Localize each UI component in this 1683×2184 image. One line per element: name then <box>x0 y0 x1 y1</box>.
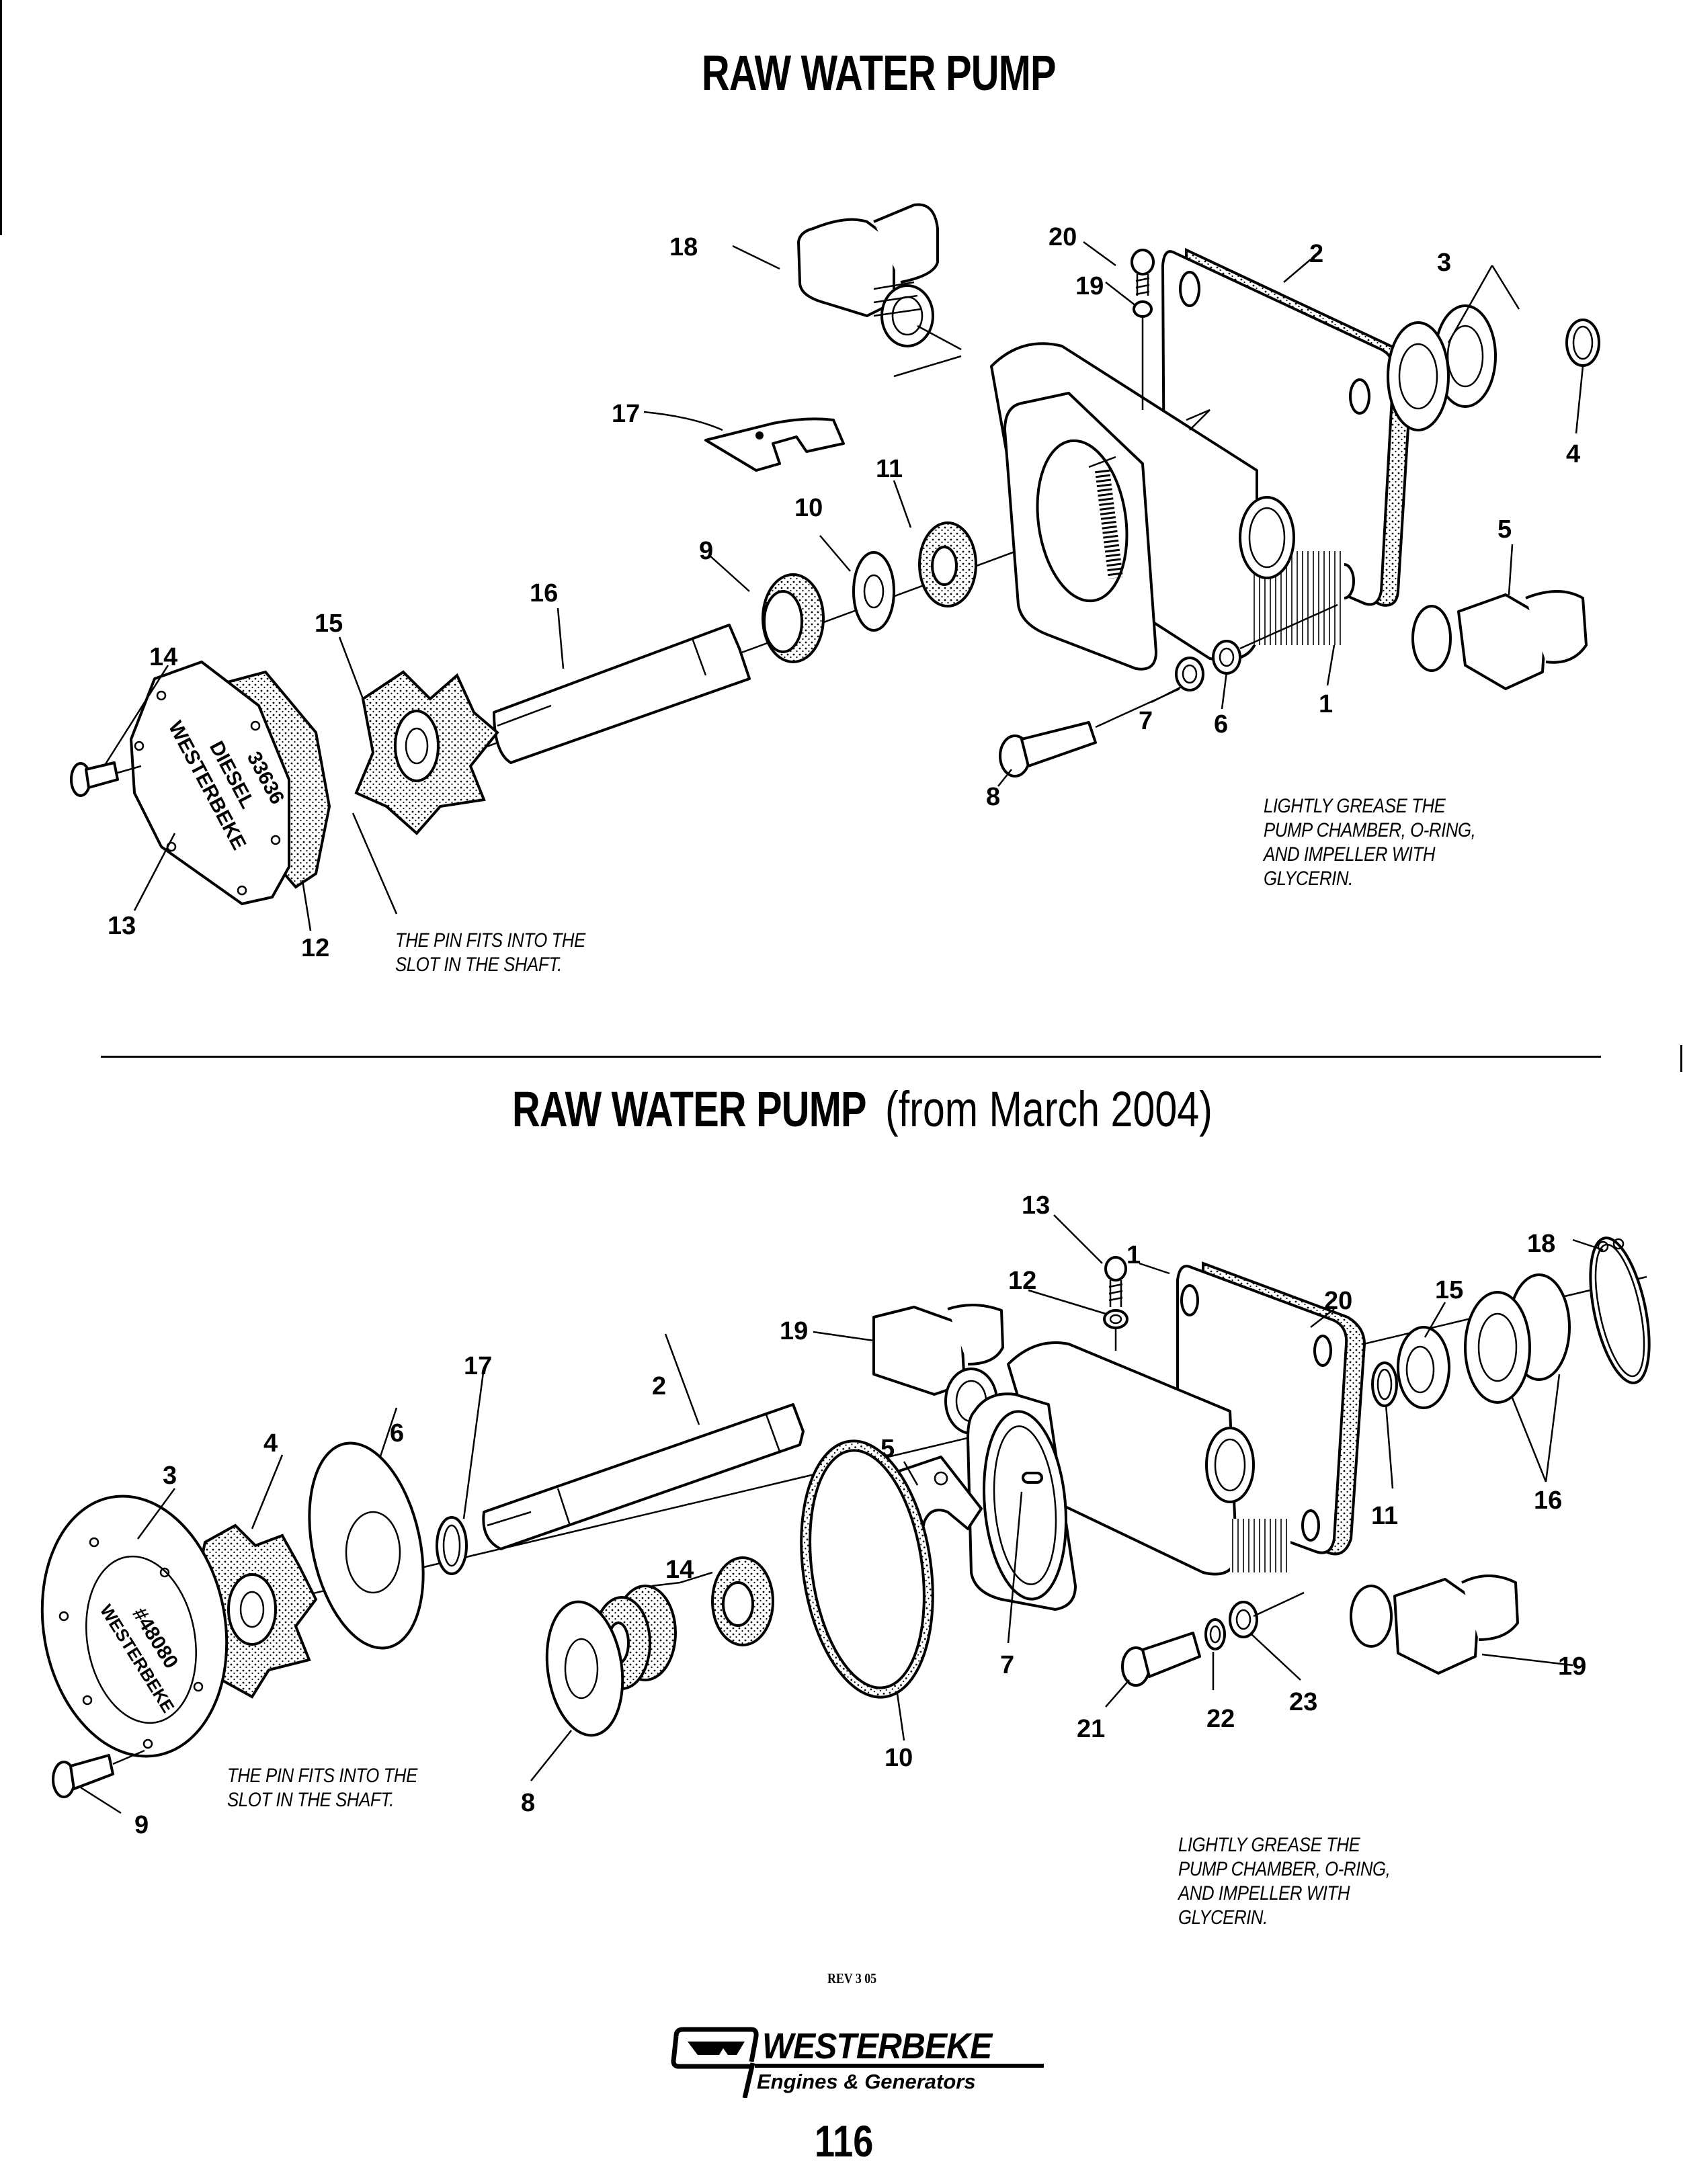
lower-callout-13: 13 <box>1022 1191 1050 1220</box>
upper-callout-11: 11 <box>876 455 903 483</box>
lower-callout-8: 8 <box>521 1789 535 1817</box>
upper-callout-1: 1 <box>1319 690 1333 718</box>
lower-title-suffix: (from March 2004) <box>885 1081 1213 1137</box>
lower-note-pin-slot: THE PIN FITS INTO THE SLOT IN THE SHAFT. <box>227 1765 417 1811</box>
lower-part-3-cover: WESTERBEKE #48080 <box>40 1495 229 1758</box>
upper-callout-3: 3 <box>1437 249 1451 277</box>
scan-edge-mark <box>0 222 2 235</box>
upper-part-1-pump-body <box>990 342 1344 671</box>
upper-part-17-cam <box>704 417 845 472</box>
lower-callout-11: 11 <box>1371 1502 1398 1530</box>
upper-part-15-impeller <box>354 670 499 835</box>
upper-callout-18: 18 <box>669 233 698 261</box>
upper-callout-15: 15 <box>315 610 343 638</box>
lower-callout-7: 7 <box>1000 1651 1014 1679</box>
lower-callout-4: 4 <box>263 1429 278 1458</box>
lower-callout-3: 3 <box>163 1462 177 1490</box>
upper-callout-10: 10 <box>794 494 823 522</box>
lower-part-15-seal <box>1397 1326 1450 1409</box>
upper-part-20-screw <box>1131 249 1155 296</box>
upper-part-9-seal <box>762 573 825 663</box>
westerbeke-w-emblem-icon <box>671 2027 1044 2098</box>
page-number: 116 <box>815 2116 874 2166</box>
lower-part-18-retaining-ring <box>1589 1236 1651 1384</box>
lower-part-23-washer <box>1229 1601 1258 1638</box>
upper-part-16-shaft <box>493 624 751 764</box>
lower-part-6-wear-plate <box>308 1441 425 1650</box>
upper-part-10-plate <box>852 551 895 632</box>
lower-callout-21: 21 <box>1077 1715 1105 1743</box>
upper-note-grease: LIGHTLY GREASE THE PUMP CHAMBER, O-RING,… <box>1264 795 1476 890</box>
lower-part-1-pump-body <box>967 1341 1290 1611</box>
upper-part-7-washer <box>1175 657 1204 691</box>
lower-callout-12: 12 <box>1008 1267 1036 1295</box>
lower-callout-19-upper: 19 <box>780 1317 808 1345</box>
lower-callout-6: 6 <box>390 1419 404 1447</box>
upper-part-5-elbow-fitting <box>1411 590 1588 690</box>
upper-callout-16: 16 <box>530 579 558 607</box>
westerbeke-logo: WESTERBEKE Engines & Generators <box>671 2024 1047 2098</box>
upper-part-11-seal <box>918 521 977 607</box>
lower-part-21-bolt <box>1121 1632 1201 1687</box>
lower-leader-lines <box>80 1214 1604 1814</box>
upper-callout-2: 2 <box>1309 240 1323 268</box>
lower-callout-23: 23 <box>1289 1688 1317 1716</box>
lower-callout-18: 18 <box>1527 1230 1555 1258</box>
lower-part-19-elbow-fitting-upper <box>872 1304 1004 1435</box>
lower-note-grease: LIGHTLY GREASE THE PUMP CHAMBER, O-RING,… <box>1178 1834 1391 1929</box>
lower-part-8-washer <box>545 1600 624 1737</box>
lower-part-17-circlip <box>436 1516 468 1575</box>
upper-part-3-bearings <box>1387 304 1497 431</box>
lower-callout-14: 14 <box>665 1556 694 1584</box>
lower-part-9-bolt <box>52 1754 114 1798</box>
scan-edge-mark <box>1680 1045 1682 1072</box>
lower-callout-22: 22 <box>1206 1705 1235 1733</box>
upper-leader-lines <box>103 241 1584 931</box>
revision-label: REV 3 05 <box>827 1970 877 1986</box>
section-divider <box>101 1056 1601 1058</box>
lower-callout-19-lower: 19 <box>1558 1652 1586 1681</box>
upper-title: RAW WATER PUMP <box>702 45 1056 101</box>
upper-note-pin-slot: THE PIN FITS INTO THE SLOT IN THE SHAFT. <box>395 929 585 976</box>
upper-callout-20: 20 <box>1049 223 1077 251</box>
lower-part-19-elbow-fitting-lower <box>1350 1574 1519 1675</box>
lower-part-2-shaft <box>482 1403 805 1550</box>
upper-callout-19: 19 <box>1075 272 1104 300</box>
upper-callout-4: 4 <box>1566 440 1580 468</box>
lower-callout-9: 9 <box>134 1811 149 1839</box>
lower-callout-15: 15 <box>1435 1276 1463 1304</box>
upper-callout-8: 8 <box>986 783 1000 811</box>
upper-part-13-cover: WESTERBEKE DIESEL 33636 <box>130 661 290 905</box>
logo-brand-name: WESTERBEKE <box>762 2026 992 2066</box>
upper-callout-13: 13 <box>108 912 136 940</box>
lower-callout-10: 10 <box>885 1744 913 1772</box>
upper-callout-6: 6 <box>1214 710 1228 739</box>
lower-part-12-washer <box>1103 1309 1128 1329</box>
upper-callout-17: 17 <box>612 400 640 428</box>
lower-part-22-washer <box>1204 1618 1226 1650</box>
lower-callout-5: 5 <box>880 1435 895 1463</box>
upper-part-4-snap-ring <box>1565 319 1600 367</box>
upper-callout-12: 12 <box>301 934 329 962</box>
scan-edge-mark <box>0 0 2 222</box>
lower-callout-2: 2 <box>652 1372 666 1400</box>
upper-callout-5: 5 <box>1497 515 1512 544</box>
lower-callout-16: 16 <box>1534 1486 1562 1515</box>
lower-part-10-o-ring <box>800 1439 934 1699</box>
upper-part-18-elbow-fitting <box>797 203 939 347</box>
lower-callout-20: 20 <box>1324 1287 1352 1315</box>
upper-callout-14: 14 <box>149 643 177 671</box>
upper-callout-7: 7 <box>1139 707 1153 735</box>
upper-exploded-diagram: WESTERBEKE DIESEL 33636 <box>70 203 1600 962</box>
upper-part-8-plug <box>999 721 1097 778</box>
logo-tagline: Engines & Generators <box>757 2070 976 2093</box>
upper-callout-9: 9 <box>699 537 713 565</box>
lower-part-16-bearings <box>1464 1273 1571 1404</box>
lower-part-13-screw <box>1104 1256 1127 1307</box>
lower-title-bold: RAW WATER PUMP <box>512 1081 866 1137</box>
lower-callout-1: 1 <box>1126 1241 1141 1269</box>
lower-part-11-o-ring <box>1371 1361 1398 1407</box>
lower-callout-17: 17 <box>464 1352 492 1380</box>
